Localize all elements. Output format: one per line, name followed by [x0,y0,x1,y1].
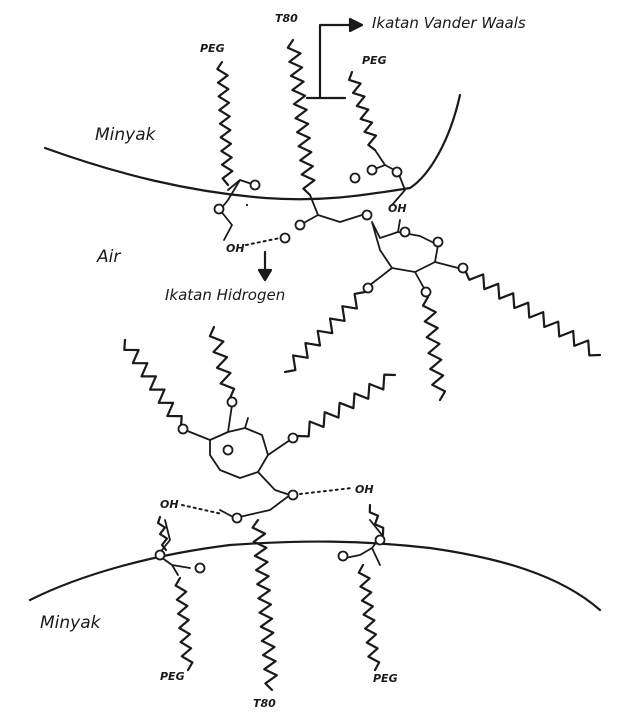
oh-label: OH [355,483,374,496]
oh-label: OH [160,498,179,511]
oxygen-atom [215,205,224,214]
oxygen-atom [363,211,372,220]
hbond-bottom-right [300,488,352,494]
tbo-label-bottom: T80 [253,697,276,710]
oxygen-atom [233,514,242,523]
peg-chain-top-left [217,62,232,185]
peg-label-bottom-right: PEG [373,672,398,685]
bottom-sugar-links [185,405,290,518]
peg-label-bottom-left: PEG [160,670,185,683]
oxygen-atom [401,228,410,237]
oxygen-atom [459,264,468,273]
interface-top-right [410,95,460,188]
oxygen-atom [339,552,348,561]
tbo-chain-bottom [253,520,277,690]
oxygen-atom [289,434,298,443]
oxygen-atom [368,166,377,175]
vdw-pointer-line [320,25,352,98]
interface-bottom [30,542,600,610]
fatty-chain-top-c [423,297,445,400]
peg-label-top-right: PEG [362,54,387,67]
oh-label: OH [388,202,407,215]
bottom-sugar-ring [210,428,268,478]
minyak-label-top: Minyak [95,125,157,145]
fatty-chain-bottom-c [298,375,395,437]
oxygen-atom [376,536,385,545]
oxygen-atom [228,398,237,407]
fatty-chain-bottom-b [210,327,234,398]
fatty-chain-top-b [285,292,365,372]
oxygen-atom [393,168,402,177]
tbo-chain-top [288,40,315,195]
oh-label: OH [226,242,245,255]
oxygen-atom [156,551,165,560]
oxygen-atom [364,284,373,293]
fatty-chain-top-a [465,270,600,355]
vdw-arrowhead [350,19,362,31]
tbo-label-top: T80 [275,12,298,25]
hbond-arrowhead [259,270,271,280]
oxygen-atoms [156,166,468,573]
fatty-chain-bottom-a [124,340,181,426]
hbond-label: Ikatan Hidrogen [165,286,285,304]
oxygen-atom [351,174,360,183]
oxygen-atom [281,234,290,243]
oxygen-atom [422,288,431,297]
top-left-ester [220,180,255,240]
vdw-label: Ikatan Vander Waals [372,14,526,32]
top-right-ester [372,150,405,205]
minyak-label-bottom: Minyak [40,613,102,633]
oxygen-atom [434,238,443,247]
air-label: Air [96,247,121,267]
oxygen-atom [289,491,298,500]
hbond-top [246,238,280,245]
peg-chain-bottom-left [176,578,193,670]
hbond-bottom-left [182,505,222,514]
oxygen-atom [296,221,305,230]
peg-label-top-left: PEG [200,42,225,55]
alkyl-chains [124,40,600,690]
linker-bottom-right [370,505,383,535]
oxygen-atom [196,564,205,573]
oxygen-atom [179,425,188,434]
peg-chain-top-right [349,72,376,150]
peg-chain-bottom-right [359,565,379,670]
oxygen-atom [224,446,233,455]
oxygen-atom [251,181,260,190]
